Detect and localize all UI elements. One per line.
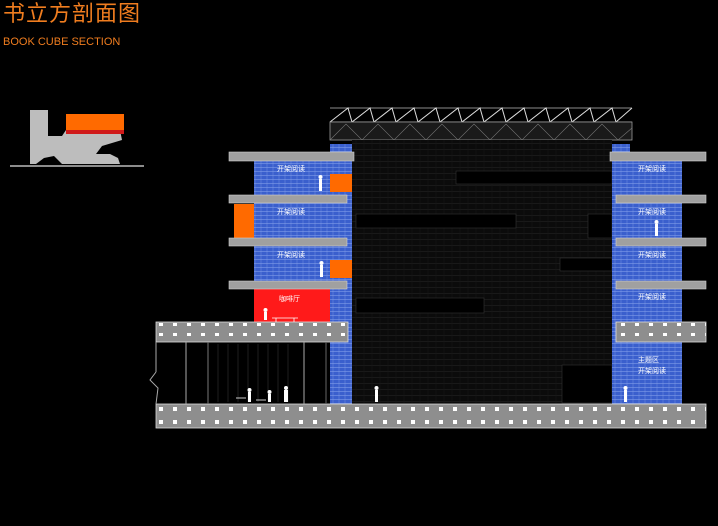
label-open-reading-l2: 开架阅读 (277, 207, 305, 216)
page-title: 书立方剖面图 (3, 2, 142, 27)
ground-structure (149, 342, 327, 405)
upper-bridge-slab (155, 321, 349, 343)
label-cafe: 咖啡厅 (279, 294, 300, 303)
label-open-reading-r5: 开架阅读 (638, 366, 666, 375)
atrium-bookshelf-bars (355, 170, 613, 404)
page-subtitle: BOOK CUBE SECTION (3, 36, 121, 48)
cafe-furniture (236, 317, 298, 401)
key-plan-icon (10, 110, 144, 167)
label-open-reading-r2: 开架阅读 (638, 207, 666, 216)
label-open-reading-l3: 开架阅读 (277, 250, 305, 259)
label-open-reading-r3: 开架阅读 (638, 250, 666, 259)
label-theme-area: 主题区 (638, 355, 659, 364)
roof-truss (329, 107, 633, 141)
ground-slab (155, 403, 707, 429)
floor-slabs (228, 151, 707, 290)
label-open-reading-r4: 开架阅读 (638, 292, 666, 301)
label-open-reading-l1: 开架阅读 (277, 164, 305, 173)
label-open-reading-r1: 开架阅读 (638, 164, 666, 173)
room-labels: 开架阅读 开架阅读 开架阅读 咖啡厅 开架阅读 开架阅读 开架阅读 开架阅读 主… (277, 164, 666, 375)
curtain-lines (217, 344, 289, 402)
left-floors (234, 160, 352, 323)
people-figures (247, 175, 659, 402)
upper-bridge-slab-right (615, 321, 707, 343)
right-floors (612, 160, 682, 404)
